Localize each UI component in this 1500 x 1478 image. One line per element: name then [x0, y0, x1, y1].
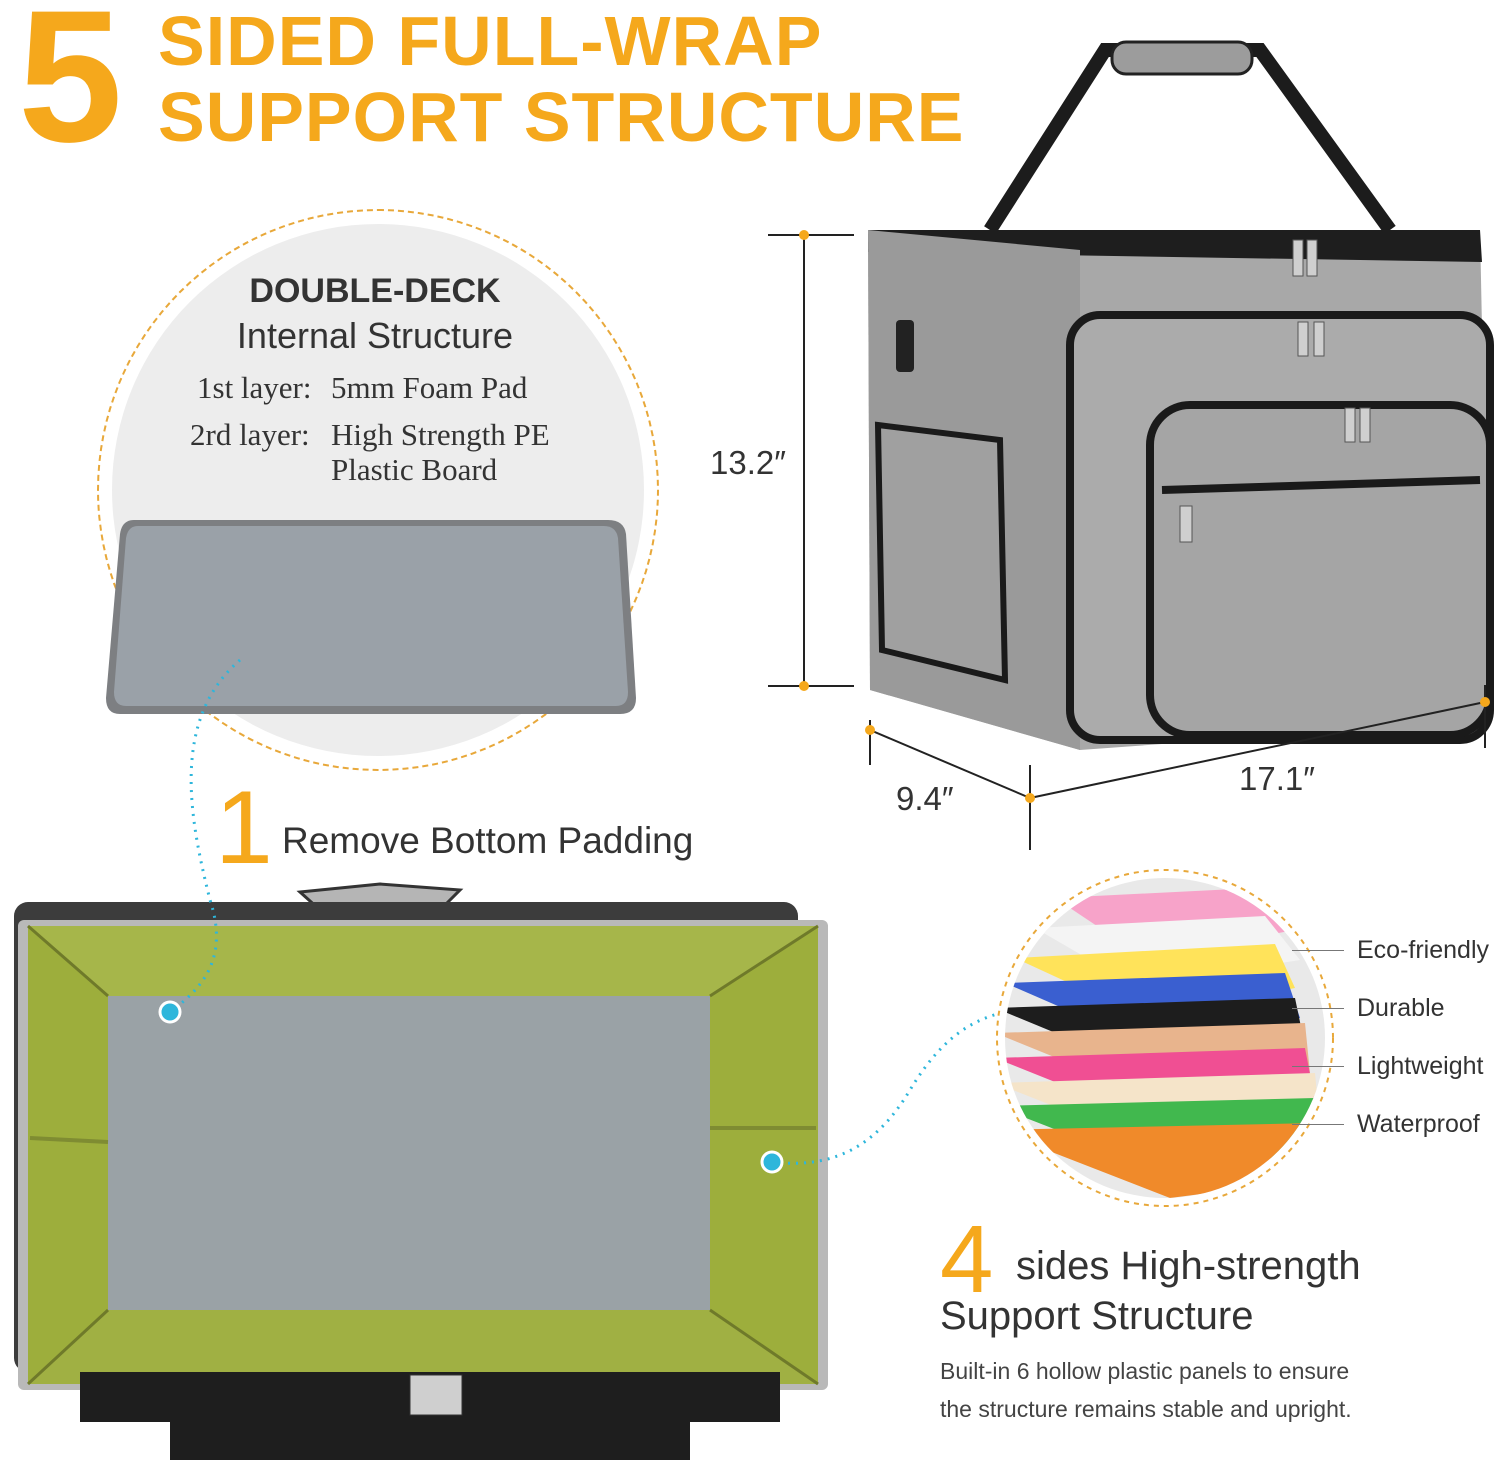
feature-leader-4	[1292, 1124, 1344, 1125]
step1-number: 1	[215, 770, 273, 886]
feature-lightweight: Lightweight	[1357, 1052, 1484, 1080]
step4-title-line-1: sides High-strength	[1016, 1244, 1361, 1288]
feature-leader-1	[1292, 950, 1344, 951]
plastic-panels-image	[996, 869, 1334, 1207]
headline-number: 5	[18, 0, 123, 181]
bag-open-image	[14, 882, 828, 1460]
double-deck-title: DOUBLE-DECK	[249, 272, 501, 310]
headline-line-1: SIDED FULL-WRAP	[158, 2, 823, 80]
foam-pad-image	[106, 520, 636, 714]
feature-eco-friendly: Eco-friendly	[1357, 936, 1489, 964]
step4-description-line-2: the structure remains stable and upright…	[940, 1396, 1352, 1422]
step4-number: 4	[940, 1206, 994, 1313]
layer2-value-line-1: High Strength PE	[331, 417, 550, 452]
bag-closed-image	[768, 40, 1494, 850]
layer2-label: 2rd layer:	[190, 417, 310, 452]
step1-text: Remove Bottom Padding	[282, 820, 694, 861]
feature-durable: Durable	[1357, 994, 1445, 1022]
depth-dimension: 9.4″	[896, 780, 954, 817]
height-dimension: 13.2″	[710, 444, 786, 481]
double-deck-subtitle: Internal Structure	[236, 315, 514, 356]
feature-leader-2	[1292, 1008, 1344, 1009]
step4-description-line-1: Built-in 6 hollow plastic panels to ensu…	[940, 1358, 1350, 1384]
step4-title-line-2: Support Structure	[940, 1294, 1254, 1338]
feature-leader-3	[1292, 1066, 1344, 1067]
layer1-value: 5mm Foam Pad	[331, 370, 528, 405]
layer1-label: 1st layer:	[197, 370, 312, 405]
width-dimension: 17.1″	[1239, 760, 1315, 797]
headline-line-2: SUPPORT STRUCTURE	[158, 78, 965, 156]
layer2-value-line-2: Plastic Board	[331, 452, 498, 487]
feature-waterproof: Waterproof	[1357, 1110, 1480, 1138]
